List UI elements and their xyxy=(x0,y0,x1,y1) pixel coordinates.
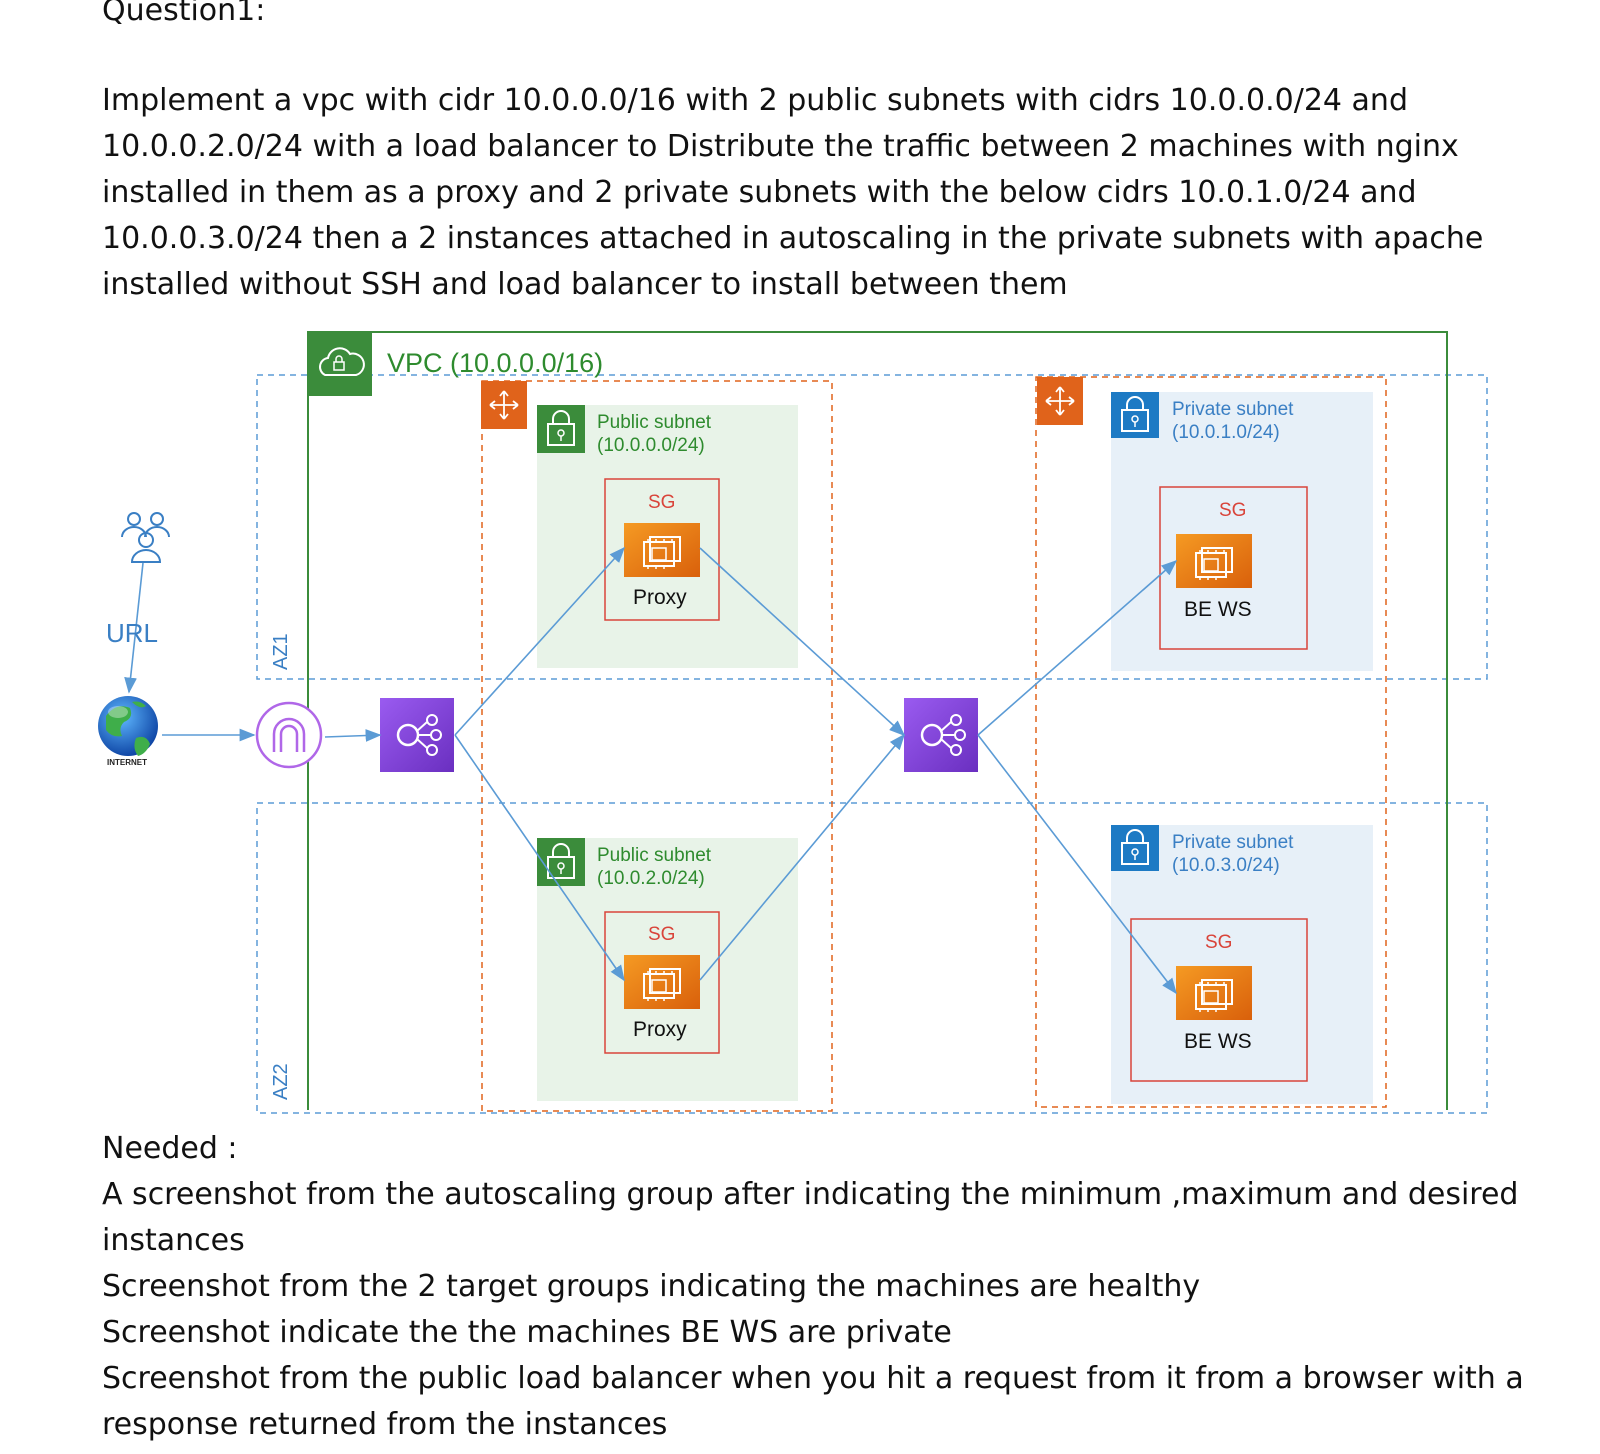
subnet-lock-icon xyxy=(1110,824,1160,872)
task-description: Implement a vpc with cidr 10.0.0.0/16 wi… xyxy=(102,78,1582,308)
public-subnet-1-label: Public subnet (10.0.0.0/24) xyxy=(597,411,711,457)
private-subnet-1-label: Private subnet (10.0.1.0/24) xyxy=(1172,398,1293,444)
ec2-instance-icon xyxy=(1175,533,1253,589)
users-icon xyxy=(121,512,170,563)
subnet-cidr: (10.0.0.0/24) xyxy=(597,435,705,456)
sg-label: SG xyxy=(648,492,676,513)
intro-line: 10.0.0.2.0/24 with a load balancer to Di… xyxy=(102,129,1459,164)
subnet-name: Private subnet xyxy=(1172,399,1294,420)
private-subnet-2-label: Private subnet (10.0.3.0/24) xyxy=(1172,831,1293,877)
question-heading: Question1: xyxy=(102,0,266,28)
intro-line: installed in them as a proxy and 2 priva… xyxy=(102,175,1417,210)
needed-line: Screenshot from the public load balancer… xyxy=(102,1361,1524,1396)
security-group xyxy=(1159,486,1308,650)
be-autoscaling-group xyxy=(1035,376,1387,1108)
ec2-instance-icon xyxy=(1175,965,1253,1021)
sg-label: SG xyxy=(648,924,676,945)
needed-line: instances xyxy=(102,1223,245,1258)
az1-zone xyxy=(256,374,1488,680)
internet-gateway-icon xyxy=(255,701,323,769)
security-group xyxy=(604,911,720,1054)
intro-line: installed without SSH and load balancer … xyxy=(102,267,1068,302)
subnet-name: Private subnet xyxy=(1172,832,1294,853)
proxy-autoscaling-group xyxy=(481,380,833,1112)
subnet-name: Public subnet xyxy=(597,845,712,866)
intro-line: Implement a vpc with cidr 10.0.0.0/16 wi… xyxy=(102,83,1408,118)
be-ws-label: BE WS xyxy=(1184,1030,1252,1053)
subnet-cidr: (10.0.1.0/24) xyxy=(1172,422,1280,443)
load-balancer-icon xyxy=(378,696,456,774)
az1-label: AZ1 xyxy=(270,633,292,670)
url-label: URL xyxy=(106,618,159,648)
needed-heading: Needed : xyxy=(102,1131,238,1166)
proxy-label: Proxy xyxy=(633,1018,687,1041)
load-balancer-icon xyxy=(902,696,980,774)
auto-scaling-icon xyxy=(1036,376,1084,426)
sg-label: SG xyxy=(1205,932,1233,953)
ec2-instance-icon xyxy=(623,522,701,578)
subnet-name: Public subnet xyxy=(597,412,712,433)
needed-line: A screenshot from the autoscaling group … xyxy=(102,1177,1519,1212)
security-group xyxy=(604,478,720,621)
internet-globe-icon xyxy=(98,696,158,756)
sg-label: SG xyxy=(1219,500,1247,521)
vpc-label: VPC (10.0.0.0/16) xyxy=(387,348,604,378)
security-group xyxy=(1130,918,1308,1082)
subnet-cidr: (10.0.2.0/24) xyxy=(597,868,705,889)
be-ws-label: BE WS xyxy=(1184,598,1252,621)
subnet-lock-icon xyxy=(1110,391,1160,439)
requirements-list: Needed : A screenshot from the autoscali… xyxy=(102,1126,1582,1448)
needed-line: Screenshot indicate the the machines BE … xyxy=(102,1315,952,1350)
intro-line: 10.0.0.3.0/24 then a 2 instances attache… xyxy=(102,221,1484,256)
traffic-arrows xyxy=(124,546,1178,995)
needed-line: Screenshot from the 2 target groups indi… xyxy=(102,1269,1201,1304)
public-subnet-2-label: Public subnet (10.0.2.0/24) xyxy=(597,844,711,890)
subnet-cidr: (10.0.3.0/24) xyxy=(1172,855,1280,876)
ec2-instance-icon xyxy=(623,954,701,1010)
internet-label: INTERNET xyxy=(107,758,147,767)
needed-line: response returned from the instances xyxy=(102,1407,668,1442)
subnet-lock-icon xyxy=(536,404,586,454)
private-subnet-1 xyxy=(1111,392,1373,671)
vpc-cloud-icon xyxy=(308,332,372,396)
auto-scaling-icon xyxy=(480,380,528,430)
subnet-lock-icon xyxy=(536,837,586,887)
proxy-label: Proxy xyxy=(633,586,687,609)
az2-label: AZ2 xyxy=(270,1063,292,1100)
